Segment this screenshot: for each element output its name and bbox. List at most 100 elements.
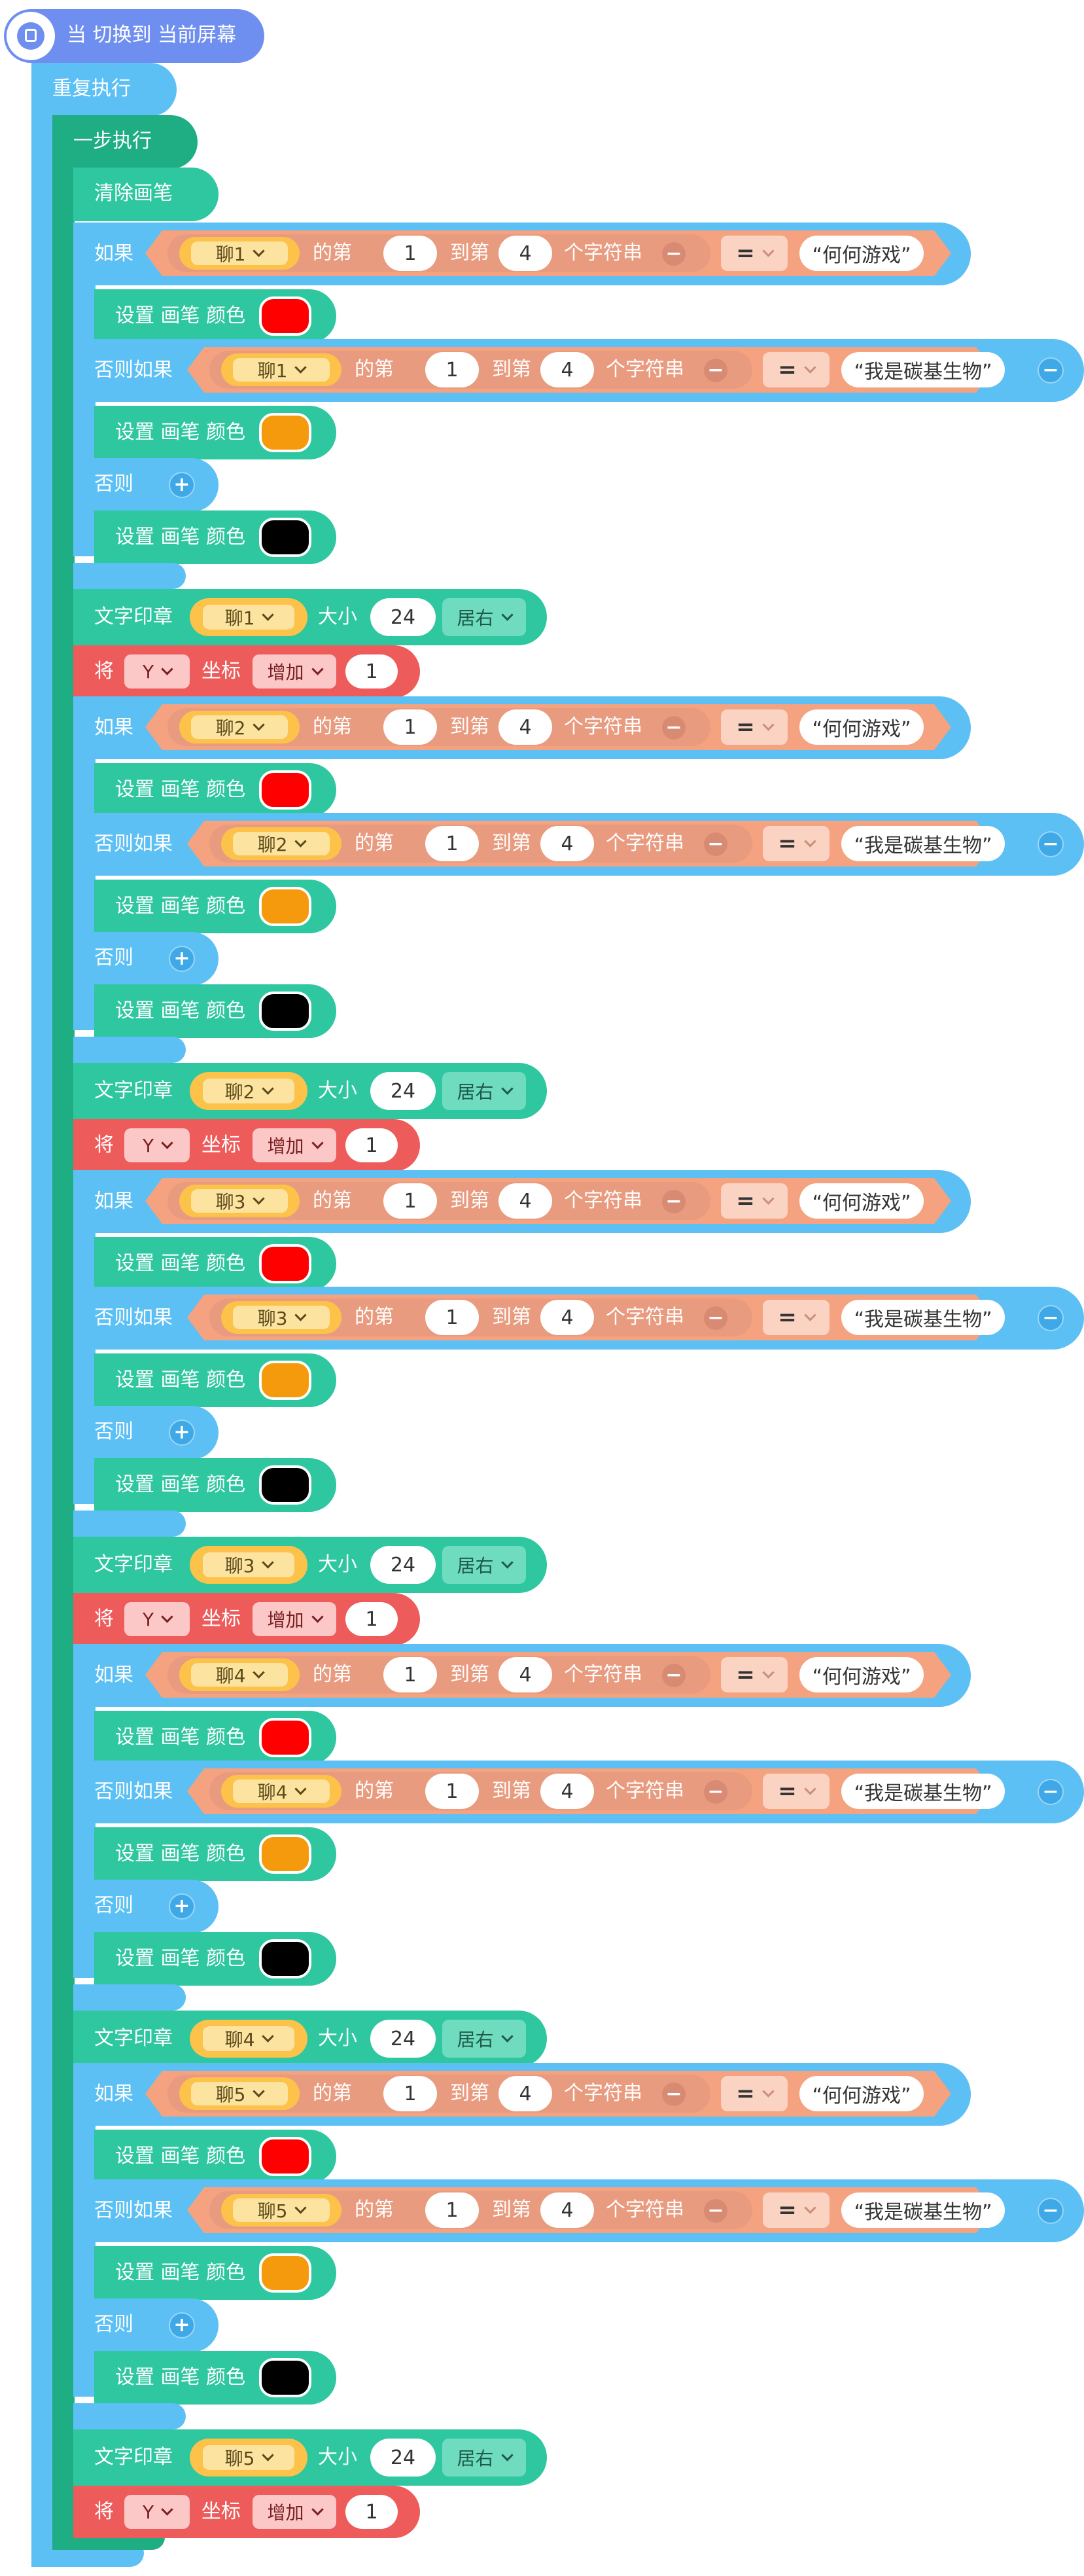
if-text-field[interactable]: “何何游戏” [799, 2076, 924, 2111]
remove-branch-icon[interactable]: − [1038, 1779, 1064, 1805]
stamp-variable-dropdown[interactable]: 聊5 [203, 2445, 294, 2470]
remove-circle-icon[interactable]: − [704, 359, 727, 382]
change-amount-field[interactable]: 1 [345, 1602, 398, 1636]
align-dropdown[interactable]: 居右 [442, 598, 526, 636]
add-branch-icon[interactable]: + [169, 1893, 195, 1920]
axis-dropdown[interactable]: Y [124, 1602, 190, 1636]
from-index-field[interactable]: 1 [425, 1774, 479, 1809]
else-if-variable-dropdown[interactable]: 聊1 [233, 358, 330, 382]
remove-branch-icon[interactable]: − [1038, 2198, 1064, 2224]
remove-circle-icon[interactable]: − [662, 1664, 686, 1687]
equals-dropdown[interactable]: = [721, 1657, 788, 1692]
color-swatch-orange[interactable] [259, 1361, 311, 1400]
color-swatch-red[interactable] [259, 1718, 311, 1757]
from-index-field[interactable]: 1 [383, 2076, 437, 2111]
else-if-variable-dropdown[interactable]: 聊4 [233, 1780, 330, 1803]
step-block[interactable]: 一步执行 [52, 115, 198, 169]
color-swatch-orange[interactable] [259, 887, 311, 926]
equals-dropdown[interactable]: = [763, 352, 830, 387]
color-swatch-black[interactable] [259, 992, 311, 1031]
remove-circle-icon[interactable]: − [704, 1780, 727, 1804]
add-branch-icon[interactable]: + [169, 2312, 195, 2338]
remove-circle-icon[interactable]: − [662, 242, 686, 266]
add-branch-icon[interactable]: + [169, 472, 195, 498]
from-index-field[interactable]: 1 [425, 1300, 479, 1335]
remove-circle-icon[interactable]: − [704, 832, 727, 856]
color-swatch-red[interactable] [259, 770, 311, 810]
if-variable-dropdown[interactable]: 聊3 [191, 1189, 288, 1213]
if-variable-dropdown[interactable]: 聊2 [191, 715, 288, 739]
color-swatch-black[interactable] [259, 518, 311, 557]
if-text-field[interactable]: “何何游戏” [799, 709, 924, 745]
if-text-field[interactable]: “何何游戏” [799, 236, 924, 271]
change-mode-dropdown[interactable]: 增加 [253, 1128, 336, 1162]
from-index-field[interactable]: 1 [383, 1657, 437, 1692]
to-index-field[interactable]: 4 [540, 352, 594, 387]
from-index-field[interactable]: 1 [425, 352, 479, 387]
color-swatch-orange[interactable] [259, 1834, 311, 1874]
to-index-field[interactable]: 4 [498, 2076, 552, 2111]
remove-branch-icon[interactable]: − [1038, 357, 1064, 384]
to-index-field[interactable]: 4 [498, 1657, 552, 1692]
to-index-field[interactable]: 4 [540, 1774, 594, 1809]
align-dropdown[interactable]: 居右 [442, 2020, 526, 2058]
axis-dropdown[interactable]: Y [124, 654, 190, 689]
stamp-size-field[interactable]: 24 [370, 598, 436, 636]
stamp-size-field[interactable]: 24 [370, 2439, 436, 2477]
color-swatch-red[interactable] [259, 2137, 311, 2176]
to-index-field[interactable]: 4 [540, 1300, 594, 1335]
clear-pen-block[interactable]: 清除画笔 [73, 168, 219, 221]
to-index-field[interactable]: 4 [498, 709, 552, 745]
to-index-field[interactable]: 4 [498, 236, 552, 271]
else-if-text-field[interactable]: “我是碳基生物” [841, 1300, 1005, 1335]
hat-block[interactable]: 当 切换到 当前屏幕 [4, 9, 264, 63]
change-amount-field[interactable]: 1 [345, 654, 398, 689]
equals-dropdown[interactable]: = [763, 2192, 830, 2228]
equals-dropdown[interactable]: = [763, 1300, 830, 1335]
equals-dropdown[interactable]: = [721, 2076, 788, 2111]
remove-branch-icon[interactable]: − [1038, 1305, 1064, 1331]
equals-dropdown[interactable]: = [721, 236, 788, 271]
if-text-field[interactable]: “何何游戏” [799, 1183, 924, 1219]
remove-circle-icon[interactable]: − [704, 1306, 727, 1330]
else-if-text-field[interactable]: “我是碳基生物” [841, 1774, 1005, 1809]
change-amount-field[interactable]: 1 [345, 1128, 398, 1162]
equals-dropdown[interactable]: = [763, 1774, 830, 1809]
from-index-field[interactable]: 1 [383, 709, 437, 745]
stamp-size-field[interactable]: 24 [370, 2020, 436, 2058]
else-if-text-field[interactable]: “我是碳基生物” [841, 352, 1005, 387]
else-if-text-field[interactable]: “我是碳基生物” [841, 2192, 1005, 2228]
else-if-variable-dropdown[interactable]: 聊2 [233, 832, 330, 855]
to-index-field[interactable]: 4 [498, 1183, 552, 1219]
stamp-variable-dropdown[interactable]: 聊3 [203, 1552, 294, 1577]
repeat-block[interactable]: 重复执行 [31, 63, 177, 116]
from-index-field[interactable]: 1 [425, 826, 479, 861]
axis-dropdown[interactable]: Y [124, 1128, 190, 1162]
align-dropdown[interactable]: 居右 [442, 1546, 526, 1584]
align-dropdown[interactable]: 居右 [442, 2439, 526, 2477]
color-swatch-black[interactable] [259, 1939, 311, 1978]
stamp-variable-dropdown[interactable]: 聊1 [203, 605, 294, 630]
add-branch-icon[interactable]: + [169, 946, 195, 972]
if-variable-dropdown[interactable]: 聊5 [191, 2082, 288, 2105]
change-amount-field[interactable]: 1 [345, 2495, 398, 2529]
color-swatch-black[interactable] [259, 1465, 311, 1505]
axis-dropdown[interactable]: Y [124, 2495, 190, 2529]
color-swatch-orange[interactable] [259, 2253, 311, 2293]
color-swatch-black[interactable] [259, 2358, 311, 2397]
color-swatch-orange[interactable] [259, 413, 311, 452]
from-index-field[interactable]: 1 [383, 1183, 437, 1219]
if-variable-dropdown[interactable]: 聊4 [191, 1663, 288, 1687]
color-swatch-red[interactable] [259, 1244, 311, 1283]
if-variable-dropdown[interactable]: 聊1 [191, 241, 288, 265]
equals-dropdown[interactable]: = [721, 1183, 788, 1219]
align-dropdown[interactable]: 居右 [442, 1072, 526, 1110]
stamp-size-field[interactable]: 24 [370, 1546, 436, 1584]
stamp-variable-dropdown[interactable]: 聊4 [203, 2026, 294, 2051]
from-index-field[interactable]: 1 [383, 236, 437, 271]
to-index-field[interactable]: 4 [540, 826, 594, 861]
stamp-size-field[interactable]: 24 [370, 1072, 436, 1110]
to-index-field[interactable]: 4 [540, 2192, 594, 2228]
remove-branch-icon[interactable]: − [1038, 831, 1064, 857]
change-mode-dropdown[interactable]: 增加 [253, 1602, 336, 1636]
